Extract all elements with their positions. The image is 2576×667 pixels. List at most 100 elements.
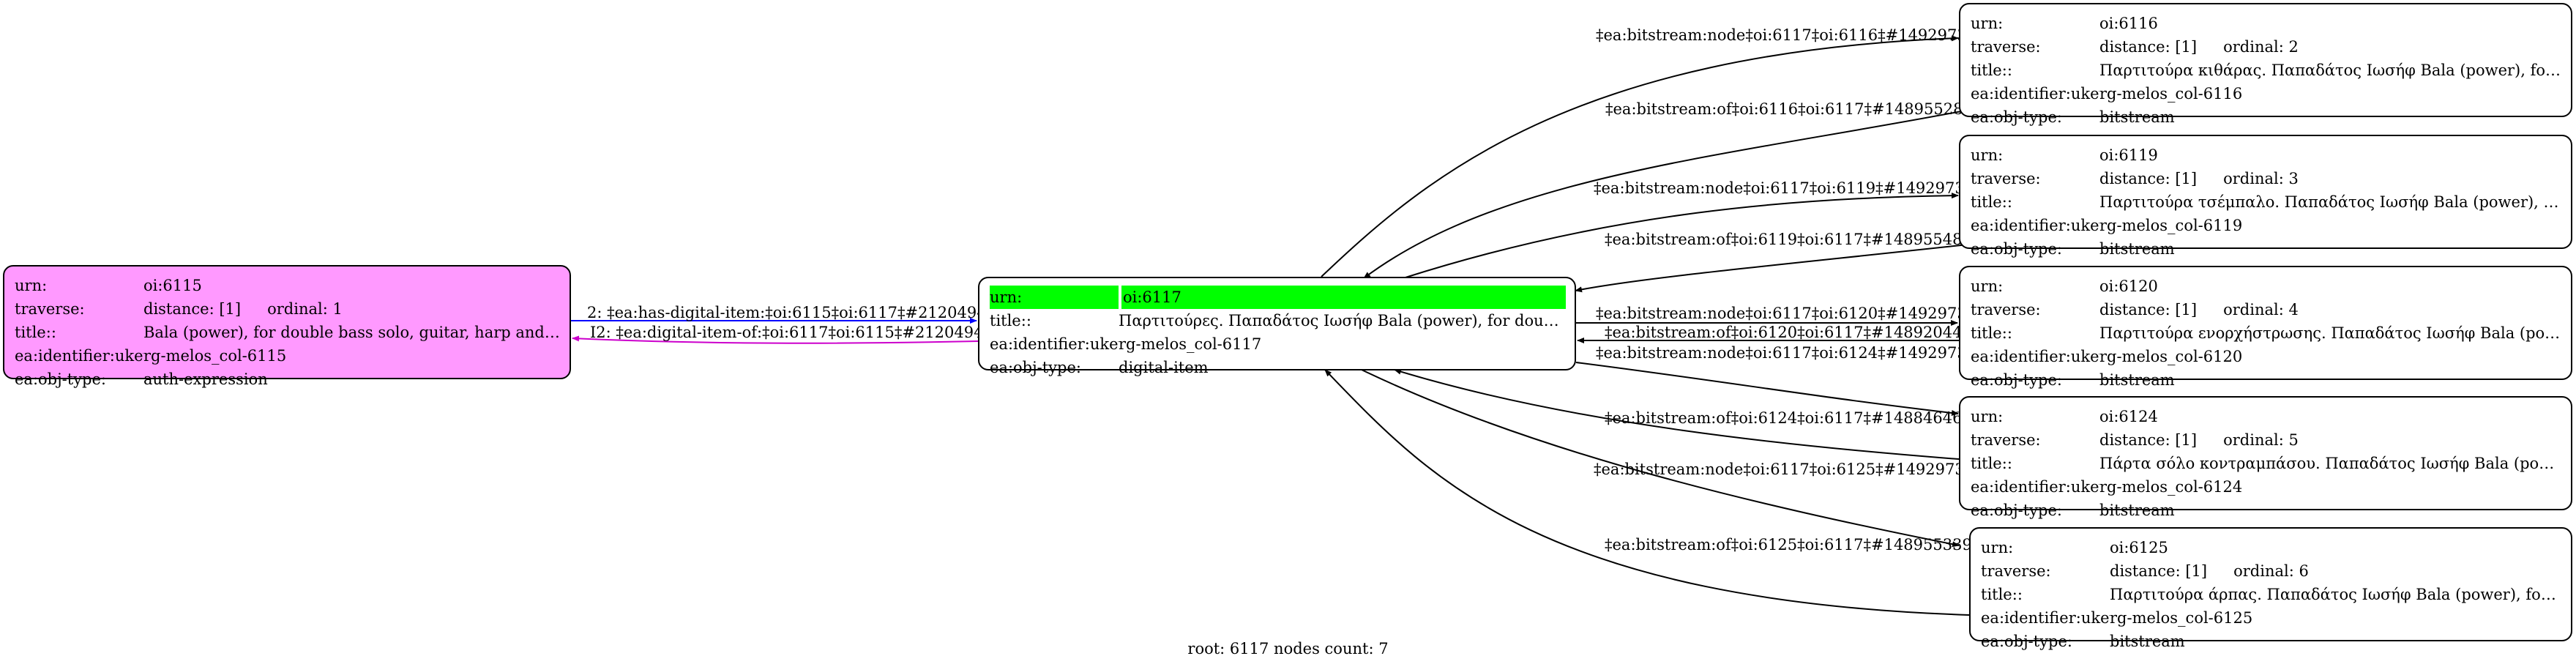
- ukey-value: rg-melos_col-6115: [143, 347, 287, 365]
- distance-value: distance: [1]: [2099, 170, 2198, 187]
- edge-bitstream-node-6119[interactable]: [1405, 193, 1959, 278]
- urn-row: urn: oi:6120: [1971, 275, 2562, 298]
- title-key: title::: [1981, 586, 2023, 603]
- edge-bitstream-of-6124[interactable]: [1394, 368, 1968, 461]
- ukey-row: ea:identifier:ukey rg-melos_col-6115: [15, 344, 561, 368]
- type-row: ea:obj-type: bitstream: [1981, 630, 2562, 653]
- urn-key: urn:: [1971, 146, 2004, 164]
- node-6119[interactable]: urn: oi:6119 traverse: distance: [1] ordi…: [1959, 135, 2572, 258]
- type-key: ea:obj-type:: [1971, 240, 2062, 258]
- urn-row: urn: oi:6125: [1981, 536, 2562, 559]
- type-row: ea:obj-type: bitstream: [1971, 105, 2562, 129]
- urn-value: oi:6125: [2110, 539, 2168, 556]
- ukey-key: ea:identifier:ukey: [990, 335, 1119, 353]
- urn-value: oi:6124: [2099, 408, 2158, 425]
- edge-label-digital-item-of: I2: ‡ea:digital-item-of:‡oi:6117‡oi:6115…: [590, 324, 1003, 341]
- distance-value: distance: [1]: [2099, 38, 2198, 56]
- edge-bitstream-node-6125[interactable]: [1361, 369, 1960, 548]
- title-value: Παρτιτούρα τσέμπαλο. Παπαδάτος Ιωσήφ Bal…: [2099, 193, 2562, 211]
- edge-label-of-6120: ‡ea:bitstream:of‡oi:6120‡oi:6117‡#148920…: [1605, 324, 1972, 341]
- node-6115[interactable]: urn: oi:6115 traverse: distance: [1]ordi…: [3, 265, 571, 388]
- type-row: ea:obj-type: bitstream: [1971, 368, 2562, 392]
- node-6125[interactable]: urn: oi:6125 traverse: distance: [1]ordi…: [1969, 527, 2572, 650]
- edge-bitstream-of-6116[interactable]: [1363, 109, 1970, 279]
- ukey-value: rg-melos_col-6120: [2099, 348, 2243, 365]
- ukey-key: ea:identifier:ukey: [1971, 478, 2099, 496]
- title-row: title:: Παρτιτούρα άρπας. Παπαδάτος Ιωσή…: [1981, 583, 2562, 606]
- urn-value: oi:6115: [143, 277, 202, 294]
- ukey-key: ea:identifier:ukey: [1971, 217, 2099, 234]
- title-key: title::: [1971, 62, 2012, 79]
- title-key: title::: [1971, 193, 2012, 211]
- edge-label-node-6125: ‡ea:bitstream:node‡oi:6117‡oi:6125‡#1492…: [1594, 461, 1984, 478]
- urn-value: oi:6120: [2099, 277, 2158, 295]
- urn-value: oi:6116: [2099, 15, 2158, 32]
- title-value: Παρτιτούρα κιθάρας. Παπαδάτος Ιωσήφ Bala…: [2099, 62, 2562, 79]
- title-row: title:: Παρτιτούρα κιθάρας. Παπαδάτος Ιω…: [1971, 59, 2562, 82]
- node-6120[interactable]: urn: oi:6120 traverse: distance: [1] ordi…: [1959, 266, 2572, 389]
- ukey-value: rg-melos_col-6119: [2099, 217, 2243, 234]
- edge-label-has-digital-item: 2: ‡ea:has-digital-item:‡oi:6115‡oi:6117…: [587, 304, 1006, 321]
- node-6124[interactable]: urn: oi:6124 traverse: distance: [1]ordi…: [1959, 396, 2572, 519]
- traverse-key: traverse:: [1971, 301, 2041, 318]
- type-row: ea:obj-type: auth-expression: [15, 368, 561, 391]
- title-row: title:: Bala (power), for double bass so…: [15, 321, 561, 344]
- traverse-key: traverse:: [1971, 431, 2041, 449]
- edge-label-node-6116: ‡ea:bitstream:node‡oi:6117‡oi:6116‡#1492…: [1596, 26, 1986, 44]
- ordinal-value: ordinal: 2: [2223, 38, 2299, 56]
- type-key: ea:obj-type:: [1971, 502, 2062, 519]
- distance-value: distance: [1]: [2110, 562, 2208, 580]
- edge-label-node-6119: ‡ea:bitstream:node‡oi:6117‡oi:6119‡#1492…: [1594, 179, 1984, 197]
- distance-value: distance: [1]: [2099, 301, 2198, 318]
- edge-bitstream-of-6125[interactable]: [1324, 369, 1970, 616]
- node-6117[interactable]: urn: oi:6117 title:: Παρτιτούρες. Παπαδά…: [978, 277, 1576, 376]
- type-value: auth-expression: [143, 370, 268, 388]
- ukey-key: ea:identifier:ukey: [15, 347, 143, 365]
- type-row: ea:obj-type: bitstream: [1971, 237, 2562, 261]
- distance-value: distance: [1]: [143, 300, 242, 318]
- title-row: title:: Παρτιτούρα τσέμπαλο. Παπαδάτος Ι…: [1971, 190, 2562, 214]
- edge-bitstream-node-6116[interactable]: [1321, 35, 1959, 277]
- urn-key: urn:: [15, 277, 48, 294]
- urn-row: urn: oi:6115: [15, 274, 561, 297]
- type-value: bitstream: [2099, 108, 2175, 126]
- traverse-row: traverse: distance: [1]ordinal: 6: [1981, 559, 2562, 583]
- ordinal-value: ordinal: 4: [2223, 301, 2299, 318]
- traverse-row: traverse: distance: [1]ordinal: 2: [1971, 35, 2562, 59]
- edge-digital-item-of[interactable]: [572, 335, 979, 344]
- traverse-key: traverse:: [1971, 170, 2041, 187]
- type-value: bitstream: [2099, 502, 2175, 519]
- ukey-row: ea:identifier:ukey rg-melos_col-6117: [990, 332, 1566, 356]
- title-value: Bala (power), for double bass solo, guit…: [143, 324, 561, 341]
- title-key: title::: [1971, 324, 2012, 342]
- traverse-row: traverse: distance: [1]ordinal: 1: [15, 297, 561, 321]
- title-row: title:: Παρτιτούρα ενορχήστρωσης. Παπαδά…: [1971, 321, 2562, 345]
- ordinal-value: ordinal: 3: [2223, 170, 2299, 187]
- urn-key: urn:: [990, 286, 1119, 309]
- node-6116[interactable]: urn: oi:6116 traverse: distance: [1]ordi…: [1959, 3, 2572, 126]
- type-value: digital-item: [1119, 359, 1209, 376]
- ukey-value: rg-melos_col-6116: [2099, 85, 2243, 103]
- urn-row: urn: oi:6124: [1971, 405, 2562, 428]
- edge-bitstream-of-6119[interactable]: [1575, 244, 1968, 293]
- traverse-row: traverse: distance: [1]ordinal: 5: [1971, 428, 2562, 452]
- ukey-row: ea:identifier:ukey rg-melos_col-6119: [1971, 214, 2562, 237]
- edge-label-of-6125: ‡ea:bitstream:of‡oi:6125‡oi:6117‡#148955…: [1605, 536, 1972, 554]
- title-row: title:: Παρτιτούρες. Παπαδάτος Ιωσήφ Bal…: [990, 309, 1566, 332]
- ukey-row: ea:identifier:ukey rg-melos_col-6124: [1971, 475, 2562, 499]
- distance-value: distance: [1]: [2099, 431, 2198, 449]
- ukey-value: rg-melos_col-6125: [2110, 609, 2253, 627]
- urn-key: urn:: [1971, 15, 2004, 32]
- edge-label-node-6120: ‡ea:bitstream:node‡oi:6117‡oi:6120‡#1492…: [1596, 305, 1986, 322]
- urn-row: urn: oi:6119: [1971, 144, 2562, 167]
- type-row: ea:obj-type: bitstream: [1971, 499, 2562, 522]
- type-row: ea:obj-type: digital-item: [990, 356, 1566, 379]
- graph-caption: root: 6117 nodes count: 7: [1187, 640, 1389, 657]
- type-value: bitstream: [2099, 371, 2175, 389]
- urn-row: urn: oi:6116: [1971, 12, 2562, 35]
- edge-bitstream-node-6124[interactable]: [1575, 362, 1959, 416]
- title-value: Παρτιτούρα ενορχήστρωσης. Παπαδάτος Ιωσή…: [2099, 324, 2562, 342]
- title-key: title::: [15, 324, 56, 341]
